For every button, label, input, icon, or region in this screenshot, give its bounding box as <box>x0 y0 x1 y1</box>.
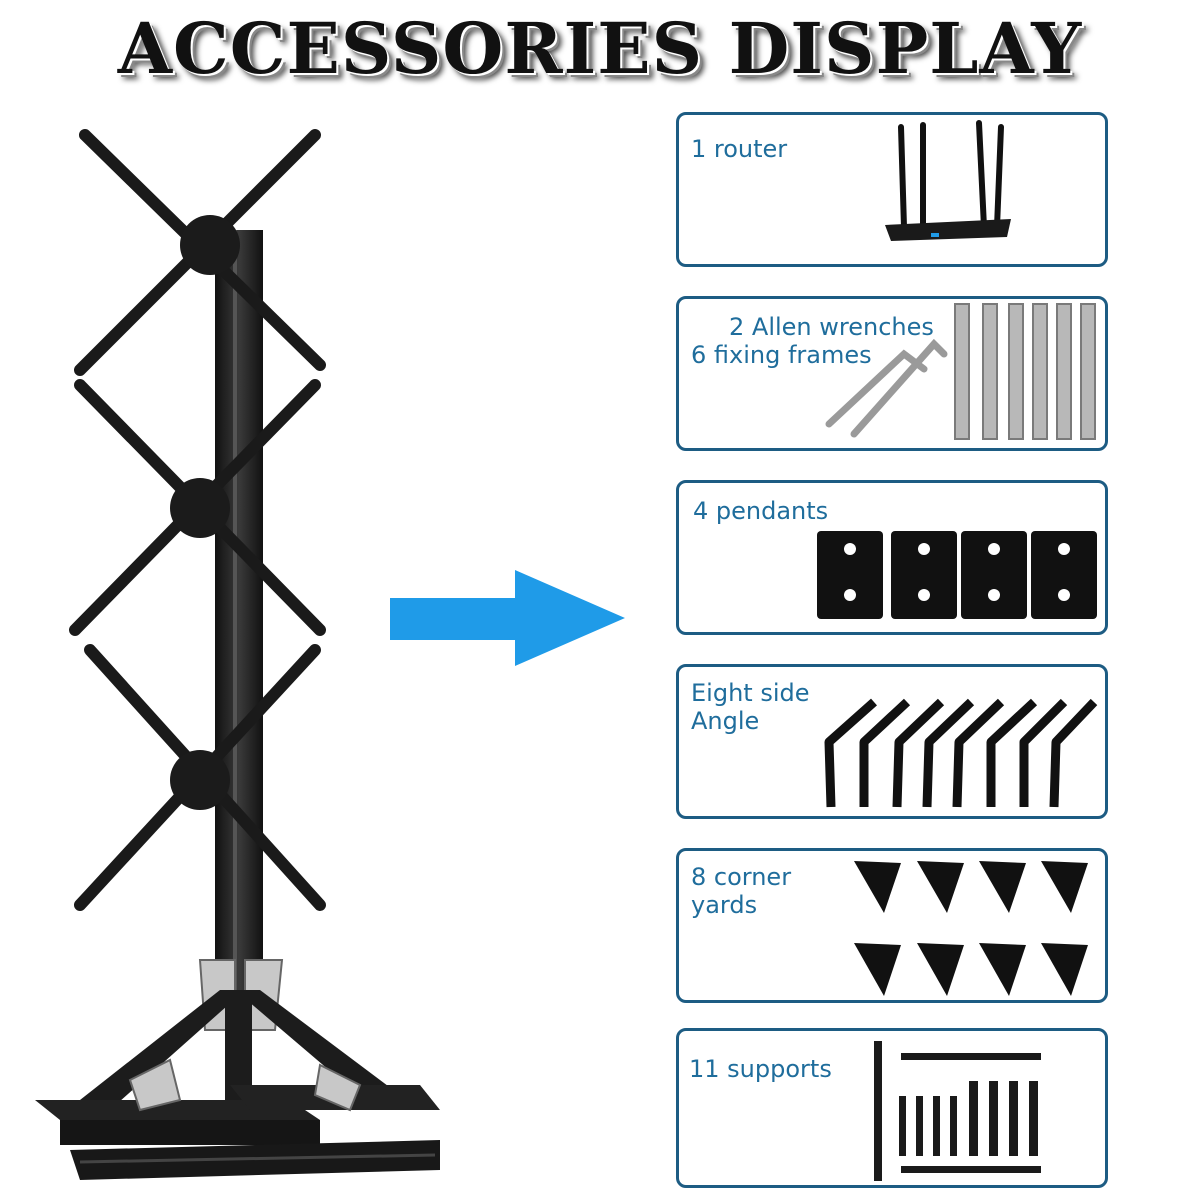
accessory-card-router: 1 router <box>676 112 1108 267</box>
accessory-card-supports: 11 supports <box>676 1028 1108 1188</box>
accessory-label: 1 router <box>691 135 788 163</box>
accessory-card-side-angles: Eight side Angle <box>676 664 1108 819</box>
accessory-label: 2 Allen wrenches <box>729 313 934 341</box>
support-bar-icon <box>874 1041 1041 1181</box>
accessory-label: Angle <box>691 707 760 735</box>
accessory-label: 8 corner <box>691 863 792 891</box>
accessory-card-pendants: 4 pendants <box>676 480 1108 635</box>
pendant-icon <box>817 531 1097 619</box>
accessory-card-wrenches-frames: 2 Allen wrenches 6 fixing frames <box>676 296 1108 451</box>
corner-yard-icon <box>854 861 1088 996</box>
allen-wrench-icon <box>825 303 1096 440</box>
accessory-label: 11 supports <box>689 1055 832 1083</box>
accessory-label: yards <box>691 891 758 919</box>
hologram-fan-stand-image <box>35 129 440 1180</box>
accessory-label: Eight side <box>691 679 810 707</box>
arrow-right-icon <box>390 570 625 666</box>
accessory-label: 6 fixing frames <box>691 341 872 369</box>
page-title: ACCESSORIES DISPLAY <box>117 7 1083 90</box>
router-icon <box>885 120 1011 241</box>
accessory-label: 4 pendants <box>693 497 829 525</box>
accessory-card-corner-yards: 8 corner yards <box>676 848 1108 1003</box>
side-angle-icon <box>824 698 1098 808</box>
